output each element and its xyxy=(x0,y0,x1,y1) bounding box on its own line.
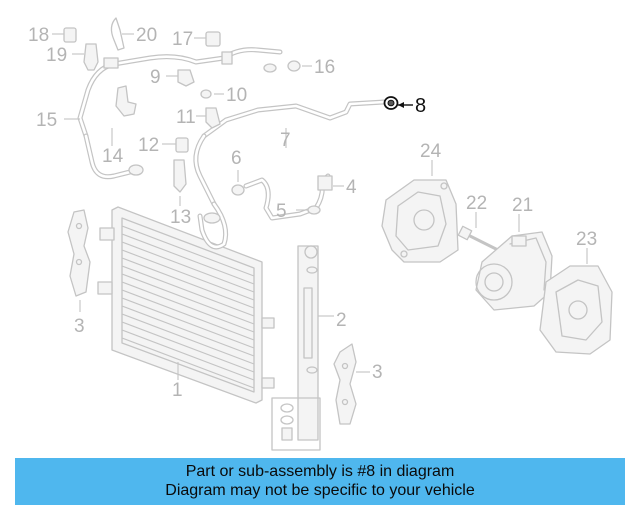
oring-10 xyxy=(200,89,212,99)
banner-line-2: Diagram may not be specific to your vehi… xyxy=(165,482,475,499)
switch-17 xyxy=(205,31,221,47)
callout-16: 16 xyxy=(314,57,335,78)
callout-17: 17 xyxy=(172,29,193,50)
callout-10: 10 xyxy=(226,85,247,106)
callout-22: 22 xyxy=(466,193,487,214)
mounting-bracket-right xyxy=(333,343,370,425)
callout-5: 5 xyxy=(276,201,287,222)
sensor-20 xyxy=(110,17,125,51)
bolt xyxy=(457,212,500,252)
compressor xyxy=(475,214,553,311)
valve-19 xyxy=(83,43,99,71)
info-banner: Part or sub-assembly is #8 in diagram Di… xyxy=(15,458,625,505)
callout-19: 19 xyxy=(46,45,67,66)
valve-13 xyxy=(173,159,187,193)
callout-14: 14 xyxy=(102,146,124,167)
receiver-drier xyxy=(297,245,334,441)
callout-23: 23 xyxy=(576,229,597,250)
suction-line xyxy=(231,170,344,221)
banner-line-1: Part or sub-assembly is #8 in diagram xyxy=(185,463,455,480)
callout-9: 9 xyxy=(150,67,161,88)
callout-11: 11 xyxy=(176,107,196,128)
callout-7: 7 xyxy=(280,130,291,151)
callout-12: 12 xyxy=(138,135,159,156)
valve-11 xyxy=(205,107,221,129)
drier-service-kit xyxy=(271,397,321,451)
callout-8: 8 xyxy=(415,95,426,117)
callout-labels: 1 2 3 3 4 5 6 7 8 9 10 11 12 13 14 15 16… xyxy=(28,25,597,401)
callout-15: 15 xyxy=(36,110,57,131)
small-fittings xyxy=(52,17,312,206)
callout-24: 24 xyxy=(420,141,442,162)
cap-12 xyxy=(175,137,189,153)
callout-18: 18 xyxy=(28,25,49,46)
discharge-hose xyxy=(64,47,283,180)
callout-3-left: 3 xyxy=(74,316,85,337)
valve-9 xyxy=(177,69,195,87)
callout-13: 13 xyxy=(170,207,191,228)
callout-21: 21 xyxy=(512,195,533,216)
part-8-oring xyxy=(383,96,413,110)
mounting-bracket-left xyxy=(67,209,91,312)
cap-18 xyxy=(63,27,77,43)
callout-1: 1 xyxy=(172,380,183,401)
line-support-bracket-14 xyxy=(111,85,137,146)
condenser xyxy=(97,206,275,404)
callout-20: 20 xyxy=(136,25,157,46)
callout-2: 2 xyxy=(336,310,347,331)
compressor-cover xyxy=(539,248,613,355)
callout-6: 6 xyxy=(231,148,242,169)
compressor-bracket xyxy=(381,160,459,263)
callout-3-right: 3 xyxy=(372,362,383,383)
callout-4: 4 xyxy=(346,177,357,198)
oring-16 xyxy=(287,60,301,72)
liquid-line xyxy=(193,99,387,250)
